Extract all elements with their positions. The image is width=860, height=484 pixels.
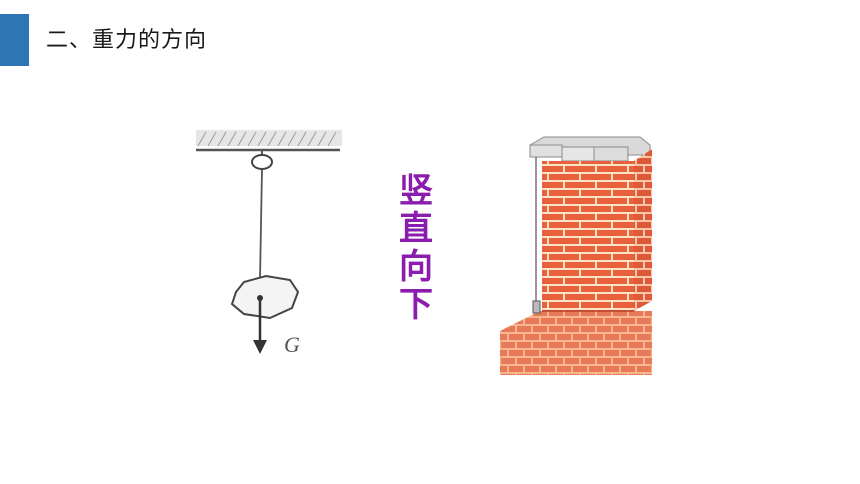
plumb-line-icon [532,157,541,314]
label-char: 向 [399,247,433,287]
title-accent-bar [0,14,29,66]
brick-wall-icon [500,136,652,375]
brick-wall-illustration [500,136,652,375]
ceiling-hatch-icon [196,130,342,152]
hook-ring-icon [251,150,273,170]
string-icon [259,168,263,281]
stone-weight-icon [230,274,300,320]
label-char: 直 [399,209,433,249]
vertical-direction-label: 竖 直 向 下 [396,172,436,324]
pendulum-illustration: G [196,130,342,357]
gravity-arrow-icon [253,298,267,354]
label-char: 下 [399,285,433,325]
force-label-g: G [284,332,300,357]
label-char: 竖 [399,171,433,211]
slide-title: 二、重力的方向 [46,28,208,53]
